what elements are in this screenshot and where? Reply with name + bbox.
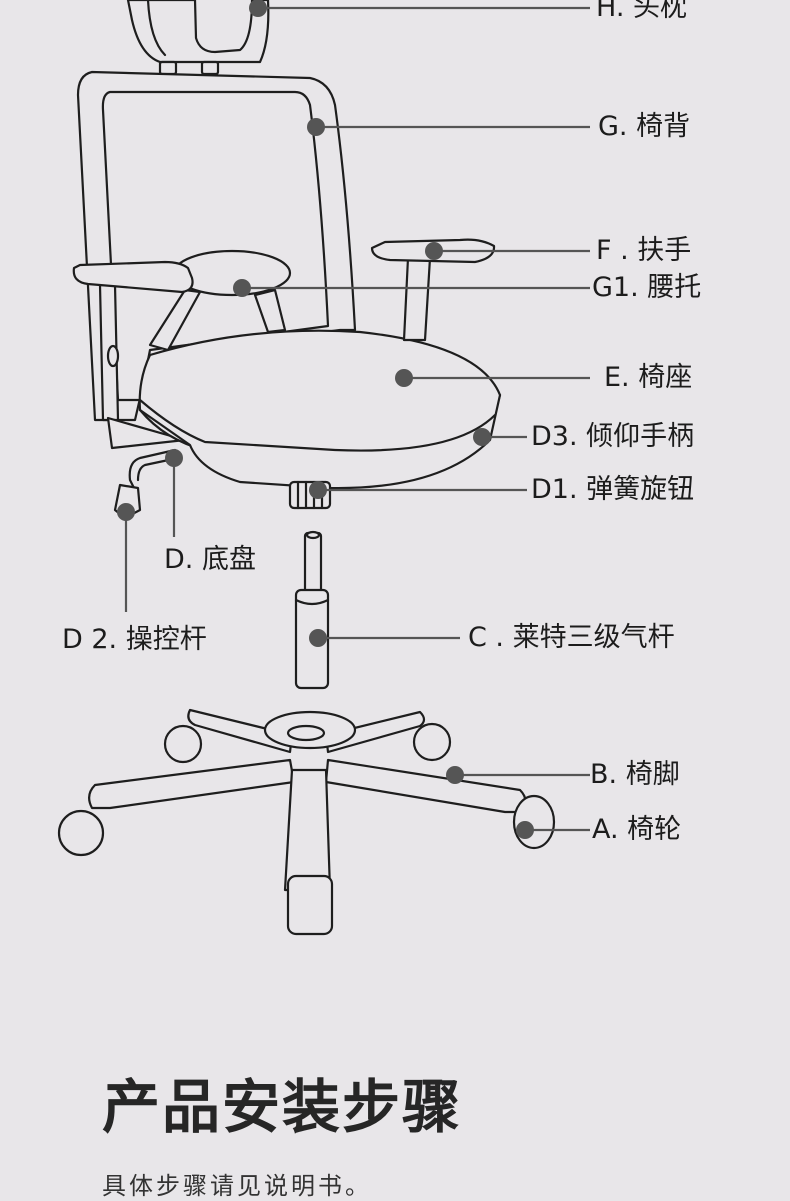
callout-lines [124,6,590,832]
label-tilt-handle: D3. 倾仰手柄 [531,421,695,452]
chair-illustration [57,0,556,936]
headrest-drawing [126,0,270,76]
label-headrest: H. 头枕 [596,0,687,23]
label-armrest: F . 扶手 [596,235,692,266]
label-gas-lift: C . 莱特三级气杆 [468,622,675,653]
label-lever: D 2. 操控杆 [62,624,207,655]
lumbar-drawing [148,249,292,352]
label-spring-knob: D1. 弹簧旋钮 [531,474,695,505]
label-base: B. 椅脚 [590,759,680,790]
section-subtitle: 具体步骤请见说明书。 [102,1172,372,1200]
label-chassis: D. 底盘 [164,544,256,575]
left-armrest-drawing [72,260,194,422]
gas-lift-drawing [294,530,330,690]
chair-parts-diagram [57,0,590,936]
callout-dots [117,0,534,839]
label-backrest: G. 椅背 [598,111,691,142]
seat-drawing [106,329,502,490]
section-title: 产品安装步骤 [102,1073,463,1141]
label-caster: A. 椅轮 [592,814,682,845]
label-lumbar: G1. 腰托 [592,272,702,303]
label-seat: E. 椅座 [604,362,693,393]
base-drawing [57,708,556,936]
